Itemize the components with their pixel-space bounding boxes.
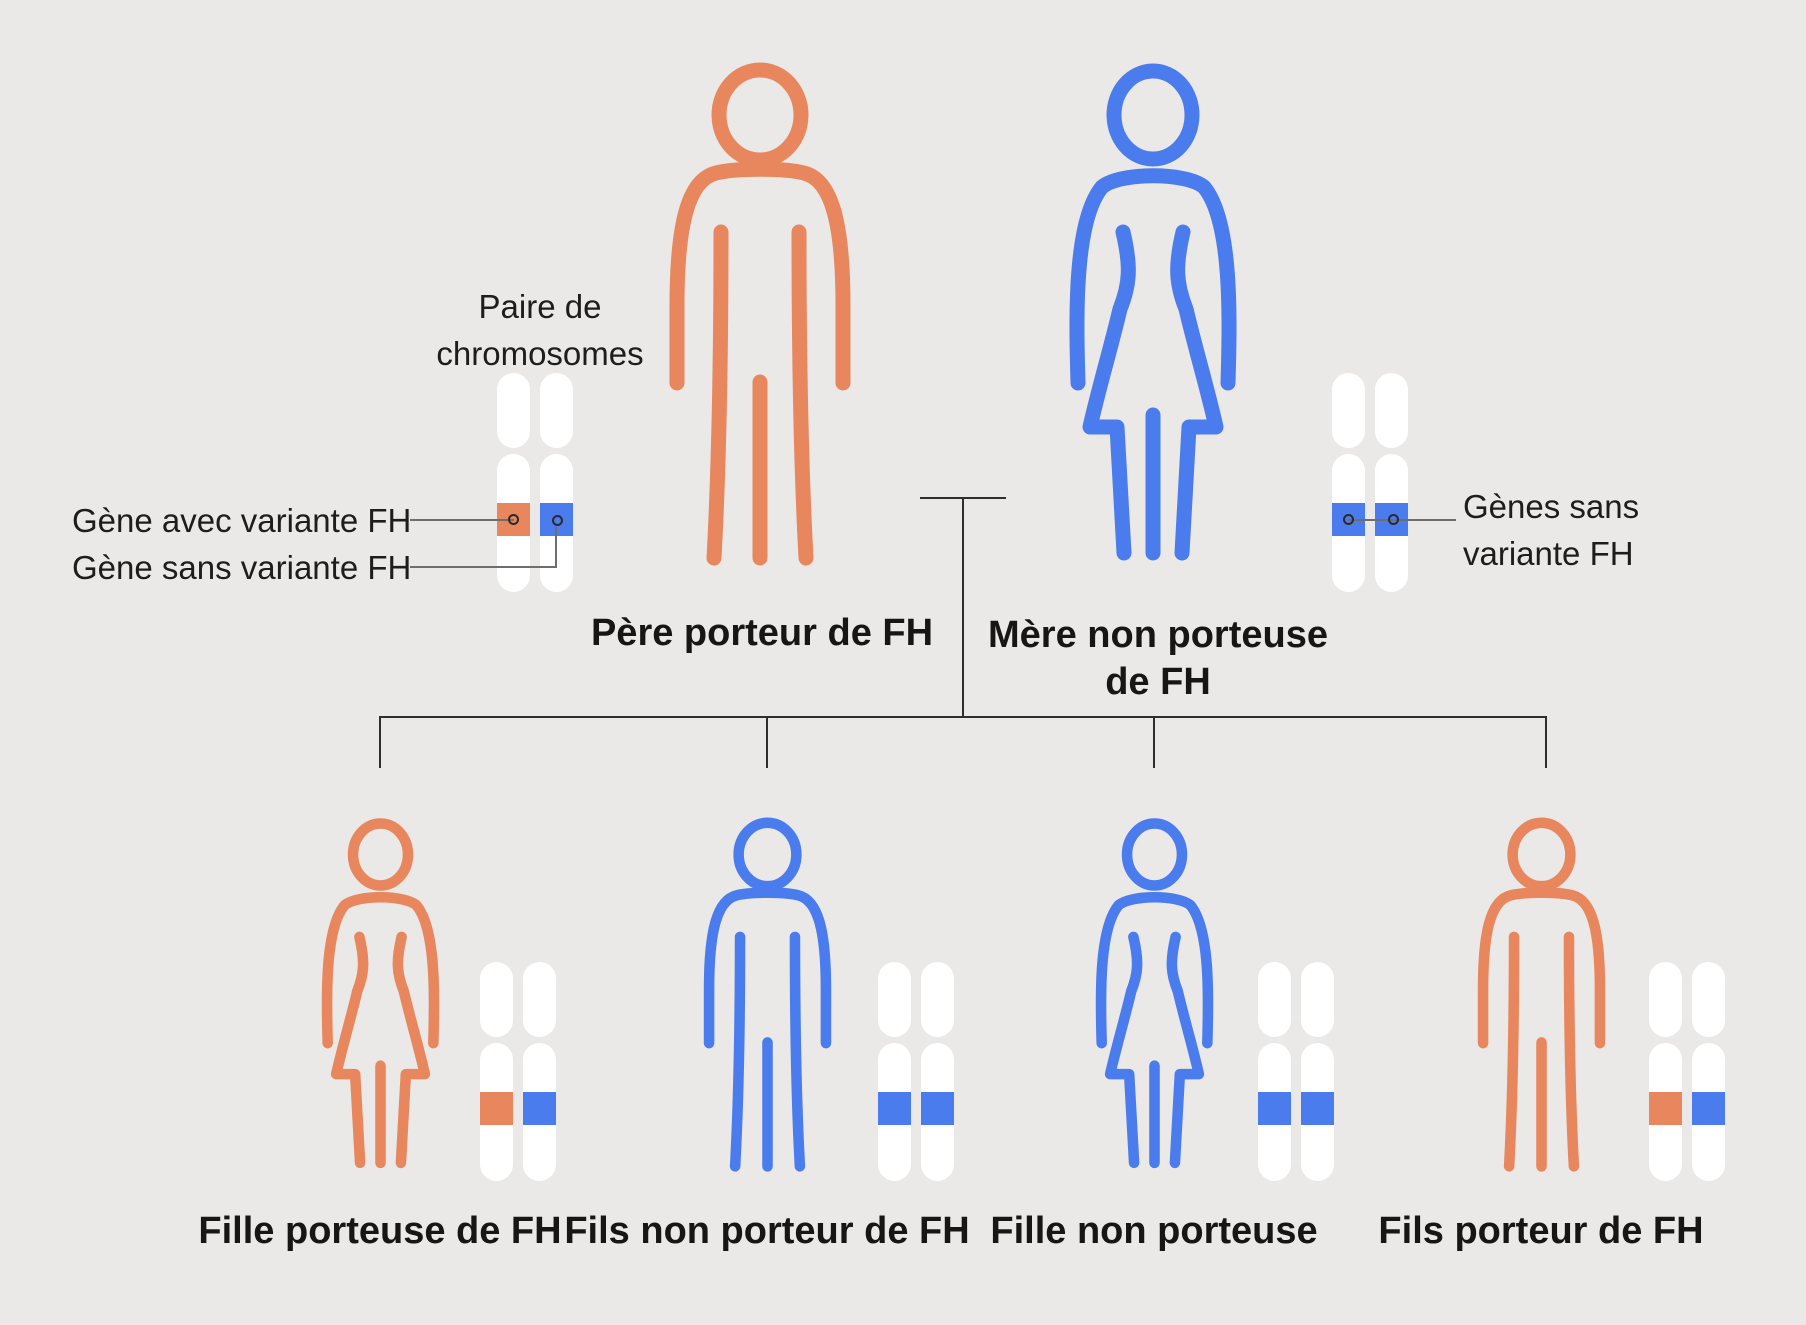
male-person-icon bbox=[1471, 820, 1612, 1172]
gene-square-fh-variant bbox=[480, 1092, 513, 1125]
mother-figure bbox=[1053, 66, 1253, 566]
chromosome-arm bbox=[523, 962, 556, 1037]
chromosome-arm bbox=[1375, 373, 1408, 448]
male-person-icon bbox=[697, 820, 838, 1172]
gene-square-normal bbox=[921, 1092, 954, 1125]
gene-square-normal bbox=[1692, 1092, 1725, 1125]
leader-dot bbox=[1343, 514, 1354, 525]
couple-line-vertical bbox=[962, 498, 964, 717]
pair-of-chromosomes-label: Paire de chromosomes bbox=[436, 288, 644, 372]
genes-without-variant-label: Gènes sans variante FH bbox=[1463, 488, 1640, 572]
father-chromosome-pair bbox=[497, 373, 573, 592]
father-label: Père porteur de FH bbox=[590, 612, 934, 654]
chromosome-arm bbox=[921, 962, 954, 1037]
chromosome-arm bbox=[540, 373, 573, 448]
gene-square-normal bbox=[1258, 1092, 1291, 1125]
chromosome-arm bbox=[1301, 962, 1334, 1037]
leader-dot bbox=[552, 515, 563, 526]
chromosome-arm bbox=[1332, 373, 1365, 448]
child-chromosome-pair bbox=[878, 962, 954, 1181]
male-person-icon bbox=[660, 66, 860, 566]
leader-line bbox=[410, 519, 514, 521]
sibling-drop-line bbox=[1153, 717, 1155, 768]
gene-square-normal bbox=[878, 1092, 911, 1125]
child-figure-fils-non-porteur bbox=[697, 820, 838, 1172]
leader-dot bbox=[1388, 514, 1399, 525]
female-person-icon bbox=[1084, 820, 1225, 1172]
child-figure-fille-non-porteuse bbox=[1084, 820, 1225, 1172]
gene-with-variant-label: Gène avec variante FH bbox=[72, 502, 412, 539]
mother-label: Mère non porteuse de FH bbox=[988, 614, 1328, 703]
chromosome-arm bbox=[480, 962, 513, 1037]
sibling-drop-line bbox=[766, 717, 768, 768]
leader-line bbox=[555, 527, 557, 567]
leader-dot bbox=[508, 514, 519, 525]
child-figure-fils-porteur bbox=[1471, 820, 1612, 1172]
child-chromosome-pair bbox=[480, 962, 556, 1181]
child-label: Fils porteur de FH bbox=[1378, 1210, 1704, 1252]
sibling-drop-line bbox=[1545, 717, 1547, 768]
child-label: Fille porteuse de FH bbox=[198, 1210, 562, 1252]
child-chromosome-pair bbox=[1258, 962, 1334, 1181]
mother-chromosome-pair bbox=[1332, 373, 1408, 592]
gene-square-normal bbox=[523, 1092, 556, 1125]
chromosome-arm bbox=[878, 962, 911, 1037]
siblings-line-horizontal bbox=[379, 716, 1547, 718]
chromosome-arm bbox=[1258, 962, 1291, 1037]
child-figure-fille-porteuse bbox=[310, 820, 451, 1172]
gene-without-variant-label: Gène sans variante FH bbox=[72, 549, 412, 586]
female-person-icon bbox=[310, 820, 451, 1172]
leader-line bbox=[410, 566, 557, 568]
chromosome-arm bbox=[497, 373, 530, 448]
child-label: Fille non porteuse bbox=[990, 1210, 1318, 1252]
child-label: Fils non porteur de FH bbox=[564, 1210, 970, 1252]
leader-line bbox=[1348, 519, 1456, 521]
father-figure bbox=[660, 66, 860, 566]
sibling-drop-line bbox=[379, 717, 381, 768]
chromosome-arm bbox=[1649, 962, 1682, 1037]
child-chromosome-pair bbox=[1649, 962, 1725, 1181]
female-person-icon bbox=[1053, 66, 1253, 566]
gene-square-fh-variant bbox=[1649, 1092, 1682, 1125]
chromosome-arm bbox=[1692, 962, 1725, 1037]
gene-square-normal bbox=[1301, 1092, 1334, 1125]
